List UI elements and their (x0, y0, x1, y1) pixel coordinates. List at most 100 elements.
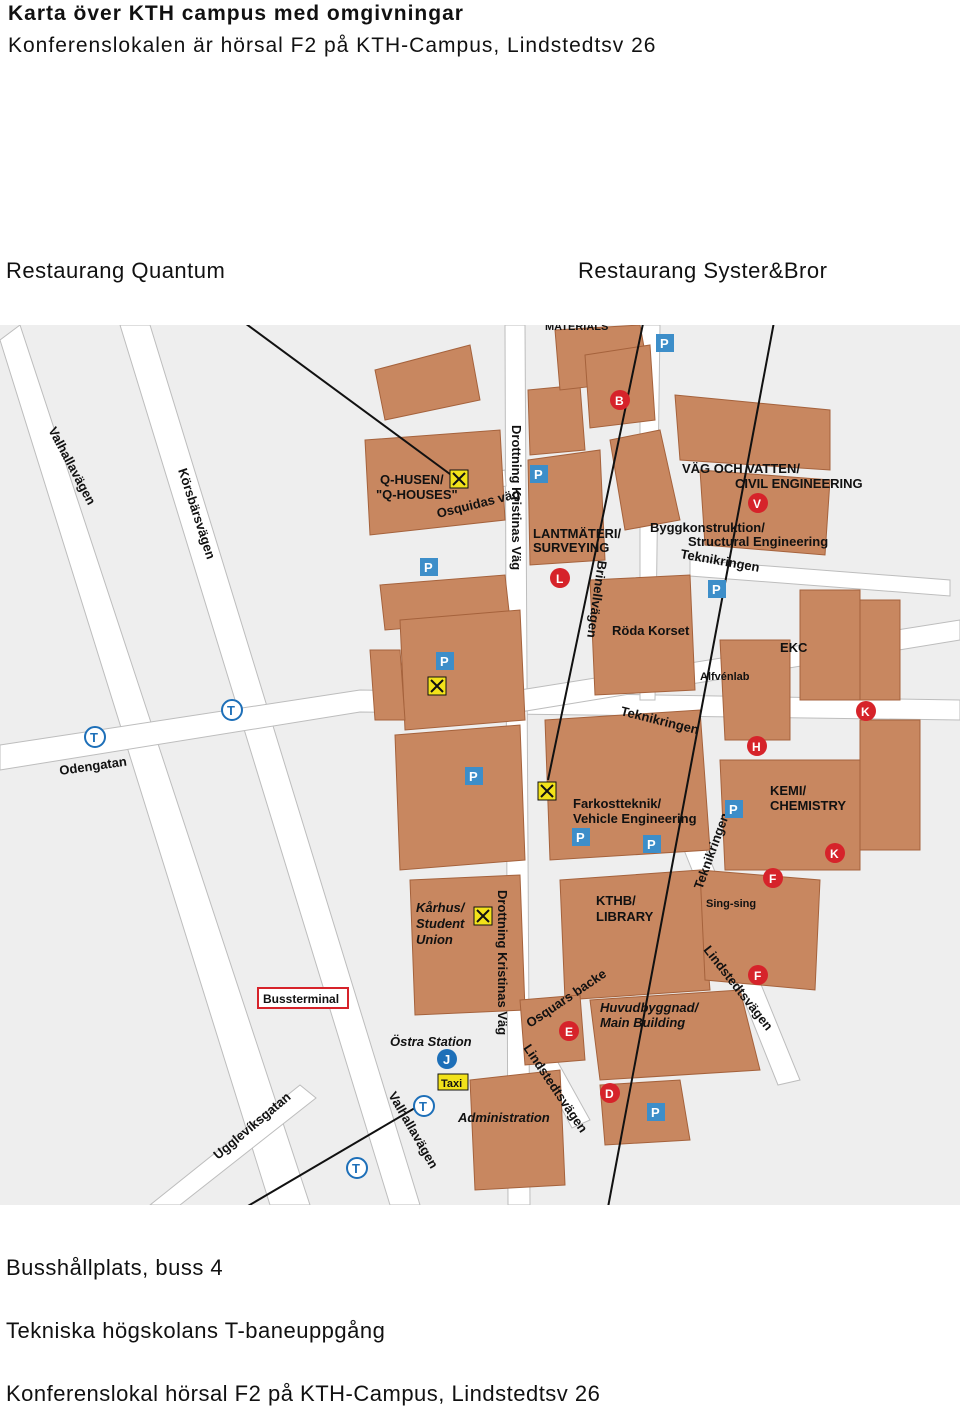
vehicle-engineering-building (544, 709, 711, 861)
metro-markers: T T T T J (84, 699, 457, 1179)
library-building (559, 869, 711, 1001)
svg-text:P: P (424, 560, 433, 575)
marker-b-icon: B (610, 390, 630, 410)
label-huvud-1: Huvudbyggnad/ (600, 1000, 700, 1015)
pointer-venue (607, 325, 775, 1205)
parking-icon: P (465, 767, 483, 785)
label-lantmateri-1: LANTMÄTERI/ (533, 526, 621, 541)
ekc-building (799, 589, 861, 701)
alfvenlab-building (719, 639, 791, 741)
main-building (589, 989, 761, 1081)
svg-text:T: T (90, 730, 98, 745)
svg-text:P: P (469, 769, 478, 784)
marker-e-icon: E (559, 1021, 579, 1041)
svg-text:P: P (576, 830, 585, 845)
metro-icon: T (413, 1095, 435, 1117)
building-60 (859, 599, 901, 701)
label-karhus-2: Student (416, 916, 465, 931)
parking-icon: P (436, 652, 454, 670)
svg-text:K: K (861, 705, 870, 719)
label-kemi-1: KEMI/ (770, 783, 807, 798)
label-kthb-2: LIBRARY (596, 909, 654, 924)
svg-text:K: K (830, 847, 839, 861)
marker-v-icon: V (748, 493, 768, 513)
taxi-box (437, 1073, 469, 1091)
administration-building (469, 1069, 566, 1191)
parking-icon: P (572, 828, 590, 846)
svg-text:P: P (651, 1105, 660, 1120)
svg-text:V: V (753, 497, 761, 511)
parking-icon: P (530, 465, 548, 483)
label-roda-korset: Röda Korset (612, 623, 690, 638)
svg-text:P: P (729, 802, 738, 817)
label-materials: MATERIALS (545, 325, 608, 333)
callout-venue: Konferenslokal hörsal F2 på KTH-Campus, … (6, 1381, 601, 1406)
svg-text:P: P (534, 467, 543, 482)
restaurant-icon (449, 469, 469, 489)
parking-markers: P P P P P P P P P P (420, 334, 743, 1121)
label-farkost-2: Vehicle Engineering (573, 811, 697, 826)
street-drottning-south: Drottning Kristinas Väg (495, 890, 510, 1035)
pointer-syster (547, 325, 644, 781)
svg-text:B: B (615, 394, 624, 408)
building-31-25 (394, 724, 526, 871)
svg-text:J: J (443, 1052, 450, 1067)
svg-text:E: E (565, 1025, 573, 1039)
building-4 (519, 994, 586, 1066)
label-lantmateri-2: SURVEYING (533, 540, 609, 555)
svg-text:P: P (712, 582, 721, 597)
restaurant-markers (427, 469, 557, 926)
building-22 (609, 429, 681, 531)
callout-bus-stop: Busshållplats, buss 4 (6, 1255, 224, 1280)
label-administration: Administration (457, 1110, 550, 1125)
label-singsing: Sing-sing (706, 898, 756, 910)
svg-text:P: P (660, 336, 669, 351)
label-kemi-2: CHEMISTRY (770, 798, 846, 813)
page-title: Karta över KTH campus med omgivningar (8, 2, 464, 25)
building-37 (399, 609, 526, 731)
label-qhusen-2: "Q-HOUSES" (376, 487, 458, 502)
svg-text:L: L (556, 572, 563, 586)
svg-text:D: D (605, 1087, 614, 1101)
svg-text:F: F (754, 969, 761, 983)
label-farkost-1: Farkostteknik/ (573, 796, 662, 811)
korsbarsvagen-road (119, 325, 421, 1205)
label-huvud-2: Main Building (600, 1015, 685, 1030)
marker-l-icon: L (550, 568, 570, 588)
chemistry-east-building (859, 719, 921, 851)
parking-icon: P (647, 1103, 665, 1121)
callout-pointers (245, 325, 775, 1205)
svg-text:T: T (227, 703, 235, 718)
label-alfvenlab: Alfvénlab (700, 671, 750, 683)
roda-korset-building (589, 574, 696, 696)
marker-d-icon: D (600, 1083, 620, 1103)
bussterminal-box (257, 987, 349, 1009)
label-karhus-1: Kårhus/ (416, 900, 466, 915)
pointer-bus (247, 1104, 421, 1205)
metro-icon: T (221, 699, 243, 721)
page-subtitle: Konferenslokalen är hörsal F2 på KTH-Cam… (8, 34, 657, 57)
label-ekc: EKC (780, 640, 808, 655)
marker-f-icon: F (763, 868, 783, 888)
buildings (364, 325, 921, 1191)
building-61 (374, 344, 481, 421)
svg-text:T: T (352, 1161, 360, 1176)
marker-k-icon: K (856, 701, 876, 721)
marker-f-icon: F (748, 965, 768, 985)
valhallavagen-road (0, 325, 311, 1205)
marker-k-icon: K (825, 843, 845, 863)
svg-text:H: H (752, 740, 761, 754)
building-letter-markers: B L V H K K F F E D (550, 390, 876, 1103)
callout-tbana: Tekniska högskolans T-baneuppgång (6, 1318, 386, 1343)
label-qhusen-1: Q-HUSEN/ (380, 472, 444, 487)
restaurant-icon (427, 676, 447, 696)
label-bygg-2: Structural Engineering (688, 534, 828, 549)
restaurant-icon (537, 781, 557, 801)
callout-restaurang-quantum: Restaurang Quantum (6, 258, 226, 283)
label-vag-1: VÄG OCH VATTEN/ (682, 461, 800, 476)
restaurant-icon (473, 906, 493, 926)
teknikringen-north-road (689, 559, 951, 597)
campus-map[interactable]: Valhallavägen Körsbärsvägen Odengatan Dr… (0, 325, 960, 1205)
parking-icon: P (643, 835, 661, 853)
svg-text:T: T (419, 1099, 427, 1114)
